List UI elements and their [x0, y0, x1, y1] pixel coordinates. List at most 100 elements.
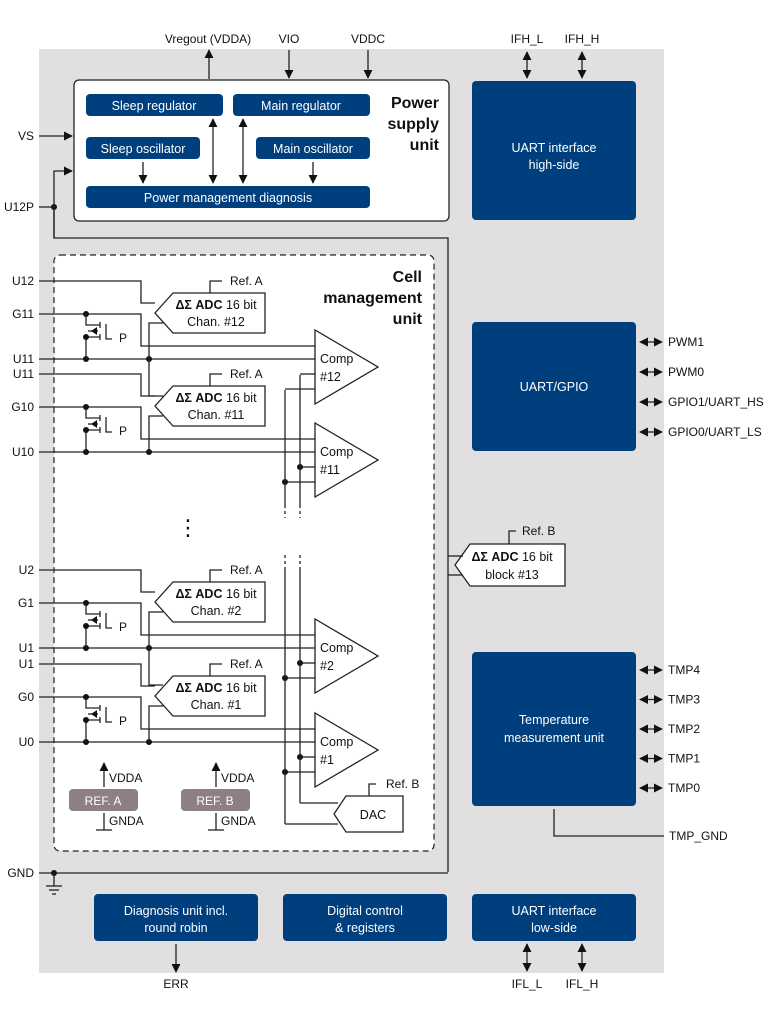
main-regulator-block: [233, 94, 370, 116]
comparator-line2: #1: [320, 753, 334, 767]
comparator-line1: Comp: [320, 735, 353, 749]
u-wire: [39, 373, 155, 397]
mosfet-drain: [85, 407, 100, 419]
diagnosis-line1: Diagnosis unit incl.: [124, 904, 228, 918]
comparator-line2: #11: [320, 463, 340, 477]
adc-ref-wire: [209, 663, 222, 676]
temperature-line1: Temperature: [519, 713, 589, 727]
comparator: [314, 711, 380, 789]
adc-in-low: [148, 322, 163, 359]
pin-tmp: TMP3: [668, 693, 700, 707]
pin-g: G0: [18, 690, 34, 704]
adc-block: [154, 385, 266, 427]
pin-u-low: U0: [19, 735, 35, 749]
g-wire: [39, 602, 315, 636]
uart-low-line2: low-side: [531, 921, 577, 935]
pin-ifl-l: IFL_L: [512, 977, 543, 991]
u-wire: [39, 569, 155, 593]
adc-line1-bold: ΔΣ ADC: [175, 391, 222, 405]
comparator-line1: Comp: [320, 352, 353, 366]
pin-g: G1: [18, 596, 34, 610]
tmp-gnd-wire: [553, 809, 664, 837]
pin-gpio: GPIO0/UART_LS: [668, 425, 762, 439]
mosfet-label: P: [119, 424, 127, 438]
pin-vio: VIO: [279, 32, 300, 46]
adc-in-low: [148, 415, 163, 452]
cmu-title-2: management: [323, 290, 422, 307]
pin-tmp: TMP0: [668, 781, 700, 795]
pin-u-low: U1: [19, 641, 35, 655]
pin-ifh-l: IFH_L: [511, 32, 544, 46]
adc-line1-rest: 16 bit: [222, 587, 257, 601]
cmu-title-3: unit: [393, 311, 423, 328]
uart-low-line1: UART interface: [512, 904, 597, 918]
adc-line1-bold: ΔΣ ADC: [175, 298, 222, 312]
pin-u: U2: [19, 563, 35, 577]
dac-block: [333, 795, 404, 833]
g-wire: [39, 406, 315, 440]
diagnosis-unit-block: [94, 894, 258, 941]
uart-high-side-block: [472, 81, 636, 220]
u-wire: [39, 280, 155, 304]
pin-ifh-h: IFH_H: [565, 32, 600, 46]
mosfet-label: P: [119, 331, 127, 345]
pin-vs: VS: [18, 129, 34, 143]
mosfet-label: P: [119, 620, 127, 634]
adc-block: [154, 675, 266, 717]
pin-u12p: U12P: [4, 200, 34, 214]
main-oscillator-block: [256, 137, 370, 159]
adc-line1: ΔΣ ADC 16 bit: [175, 298, 257, 312]
adc-ref-label: Ref. A: [230, 367, 263, 381]
adc-ref-label: Ref. A: [230, 563, 263, 577]
pin-err: ERR: [163, 977, 189, 991]
adc-block: [154, 292, 266, 334]
u12p-supply-bus: [53, 207, 449, 872]
adc-block13-ref-label: Ref. B: [522, 524, 555, 538]
comparator-line2: #12: [320, 370, 341, 384]
adc-block13-line2: block #13: [485, 568, 539, 582]
mosfet-drain: [85, 697, 100, 709]
pin-tmp: TMP1: [668, 752, 700, 766]
power-management-diagnosis-label: Power management diagnosis: [144, 191, 312, 205]
pin-u-low: U11: [13, 352, 34, 366]
mosfet-drain: [85, 603, 100, 615]
adc-block13: [454, 543, 566, 587]
junction-dot: [83, 427, 89, 433]
comparator-line1: Comp: [320, 641, 353, 655]
comparator: [314, 328, 380, 406]
power-management-diagnosis-block: [86, 186, 370, 208]
adc-line2: Chan. #11: [188, 408, 245, 422]
mosfet-gate: [105, 707, 112, 723]
adc-ref-wire: [209, 280, 222, 293]
main-oscillator-label: Main oscillator: [273, 142, 353, 156]
adc-line1: ΔΣ ADC 16 bit: [175, 391, 257, 405]
adc-ref-label: Ref. A: [230, 274, 263, 288]
pin-gnd: GND: [7, 866, 34, 880]
comparator: [314, 617, 380, 695]
adc-block: [154, 581, 266, 623]
uart-high-line1: UART interface: [512, 141, 597, 155]
adc-block13-ref-wire: [508, 530, 516, 544]
pin-u: U1: [19, 657, 35, 671]
adc-line2: Chan. #1: [191, 698, 242, 712]
g-wire: [39, 313, 315, 347]
u-wire: [39, 663, 155, 687]
adc-line2: Chan. #2: [191, 604, 242, 618]
sleep-regulator-label: Sleep regulator: [112, 99, 197, 113]
adc-line1-rest: 16 bit: [222, 681, 257, 695]
psu-title-1: Power: [391, 95, 439, 112]
mosfet-arrow-icon: [91, 710, 97, 718]
mosfet-drain: [85, 314, 100, 326]
uart-low-side-block: [472, 894, 636, 941]
digital-control-block: [283, 894, 447, 941]
adc-line1: ΔΣ ADC 16 bit: [175, 587, 257, 601]
adc-ref-wire: [209, 569, 222, 582]
junction-dot: [83, 623, 89, 629]
adc-ref-wire: [209, 373, 222, 386]
temperature-line2: measurement unit: [504, 731, 605, 745]
ref-b-vdda-label: VDDA: [221, 771, 254, 785]
ref-a-block: [69, 789, 138, 811]
main-regulator-label: Main regulator: [261, 99, 341, 113]
